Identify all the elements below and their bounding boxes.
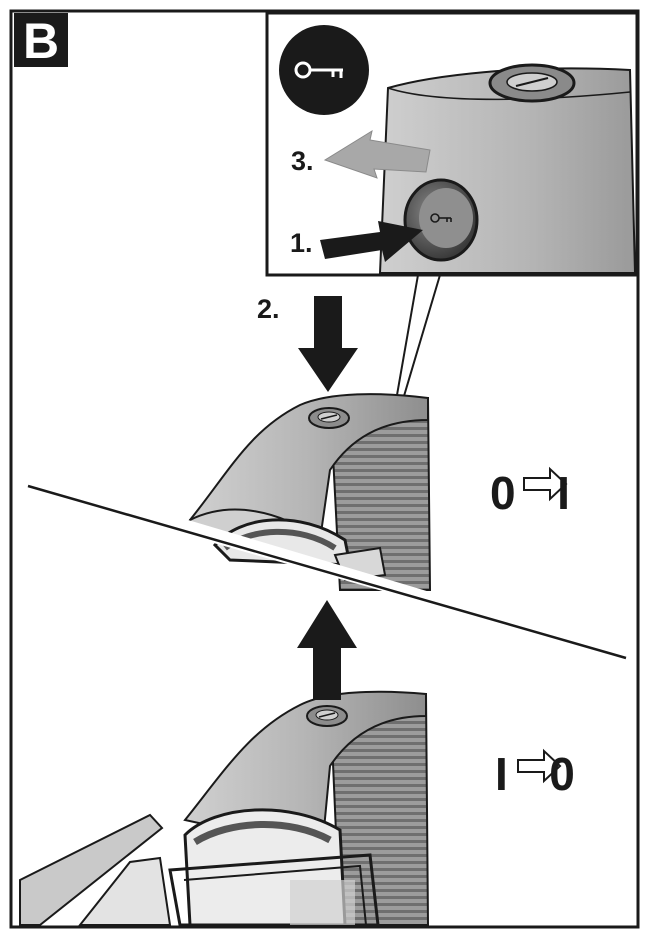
callout-line-right	[403, 274, 441, 397]
detail-inset	[265, 11, 639, 277]
arrow-push-icon	[320, 221, 423, 262]
arrow-right-icon-off	[517, 748, 562, 784]
outer-frame	[9, 9, 640, 929]
arrow-right-icon-on	[523, 466, 568, 502]
arrow-up-icon	[297, 600, 357, 700]
switch-off-text: I⇨0	[495, 748, 577, 800]
callout-line-left	[396, 274, 419, 396]
step-2-label: 2.	[257, 294, 280, 324]
key-small-icon	[430, 213, 452, 223]
key-icon	[294, 61, 343, 79]
panel-label: B	[14, 13, 68, 69]
divider-line	[27, 484, 627, 660]
arrow-pull-icon	[323, 129, 431, 179]
step-1-label: 1.	[290, 228, 313, 258]
switch-off-indicator: I⇨0	[495, 751, 577, 797]
step-3-label: 3.	[291, 146, 314, 176]
device-bottom	[19, 690, 430, 927]
arrow-down-icon	[298, 296, 358, 392]
switch-on-indicator: 0⇨I	[490, 470, 572, 516]
switch-on-text: 0⇨I	[490, 467, 572, 519]
device-top	[188, 393, 432, 591]
